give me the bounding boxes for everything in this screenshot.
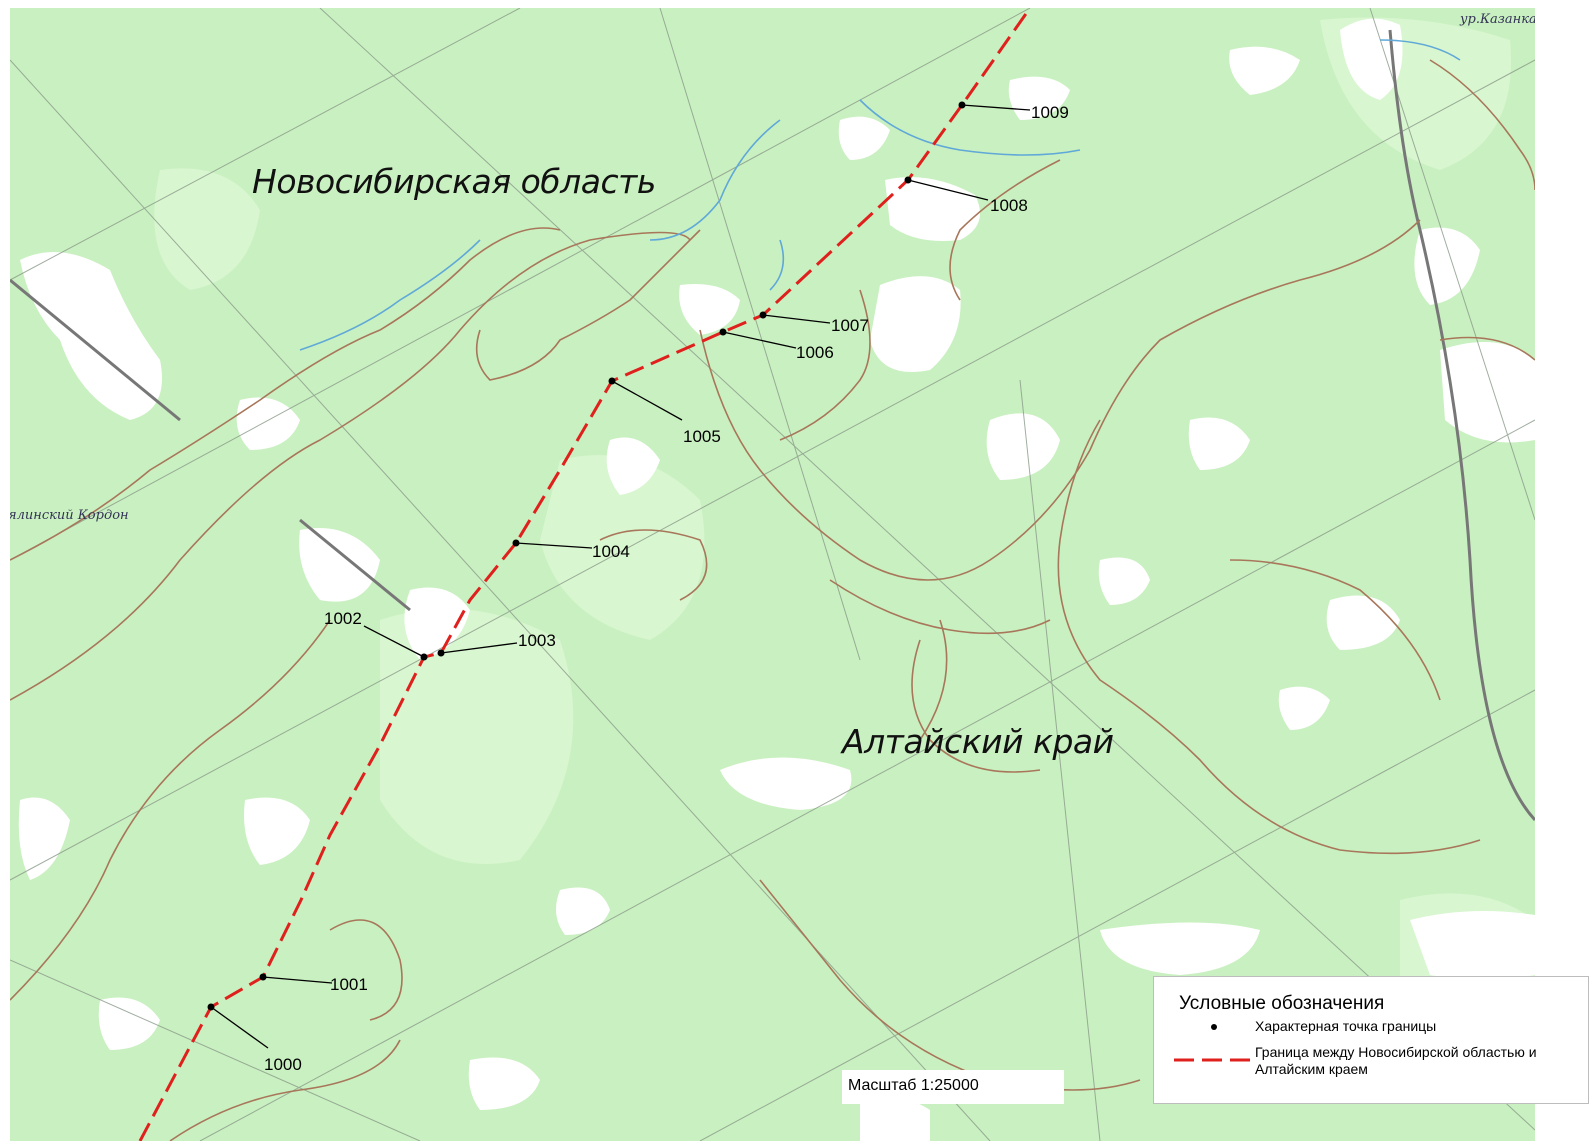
legend-title: Условные обозначения (1179, 993, 1385, 1014)
map-canvas (10, 8, 1535, 1141)
boundary-line (138, 8, 1032, 1141)
legend-point-symbol (1211, 1024, 1217, 1030)
boundary-point-1009 (958, 101, 966, 109)
boundary-point-1002 (420, 653, 428, 661)
point-label-1000: 1000 (264, 1055, 302, 1074)
point-label-1008: 1008 (990, 196, 1028, 215)
streams (299, 39, 1461, 351)
contour-lines (10, 59, 1535, 1141)
boundary-point-1004 (512, 539, 520, 547)
forest-background (10, 8, 1535, 1141)
region-label-altai: Алтайский край (842, 722, 1114, 761)
point-label-1009: 1009 (1031, 103, 1069, 122)
boundary-point-1003 (437, 649, 445, 657)
leader-lines (210, 104, 1031, 1049)
legend: Условные обозначения Характерная точка г… (1153, 976, 1589, 1104)
boundary-point-1006 (719, 328, 727, 336)
boundary-point-1000 (207, 1003, 215, 1011)
clearings (18, 18, 1535, 1141)
place-label-kordon: ялинский Кордон (10, 508, 129, 523)
point-label-1002: 1002 (324, 609, 362, 628)
boundary-point-1001 (259, 973, 267, 981)
legend-item-point: Характерная точка границы (1255, 1018, 1437, 1034)
scale-box: Масштаб 1:25000 (842, 1070, 1064, 1104)
grid-lines (10, 8, 1535, 1141)
point-label-1006: 1006 (796, 343, 834, 362)
boundary-point-1007 (759, 311, 767, 319)
roads (10, 29, 1535, 822)
map-area[interactable]: Новосибирская область Алтайский край ур.… (10, 8, 1535, 1141)
point-label-1007: 1007 (831, 316, 869, 335)
region-label-novosibirsk: Новосибирская область (252, 162, 656, 201)
point-label-1004: 1004 (592, 542, 630, 561)
boundary-point-1005 (608, 377, 616, 385)
legend-line-symbol (1174, 1058, 1254, 1062)
point-label-1003: 1003 (518, 631, 556, 650)
legend-item-boundary: Граница между Новосибирской областью и А… (1255, 1044, 1537, 1077)
boundary-point-1008 (904, 176, 912, 184)
scale-text: Масштаб 1:25000 (848, 1077, 979, 1094)
point-label-1005: 1005 (683, 427, 721, 446)
place-label-kazanka: ур.Казанка (1460, 12, 1535, 27)
boundary-points (207, 101, 966, 1011)
point-label-1001: 1001 (330, 975, 368, 994)
